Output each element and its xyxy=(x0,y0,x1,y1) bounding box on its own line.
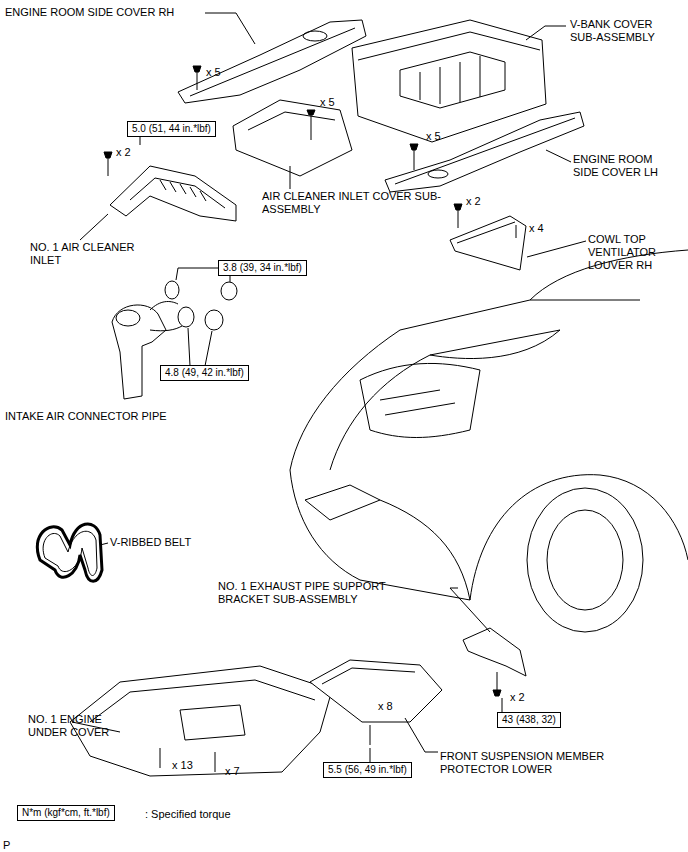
part-label: FRONT SUSPENSION MEMBER PROTECTOR LOWER xyxy=(440,750,610,776)
side-cover-rh xyxy=(178,13,366,103)
part-label: x 2 xyxy=(510,691,550,704)
part-label: COWL TOP VENTILATOR LOUVER RH xyxy=(588,233,683,272)
part-label: V-BANK COVER SUB-ASSEMBLY xyxy=(570,18,680,44)
v-ribbed-belt xyxy=(37,524,108,581)
part-label: x 8 xyxy=(378,700,418,713)
part-label: NO. 1 EXHAUST PIPE SUPPORT BRACKET SUB-A… xyxy=(218,580,413,606)
part-label: ENGINE ROOM SIDE COVER LH xyxy=(573,153,678,179)
part-label: x 5 xyxy=(426,130,466,143)
torque-value: N*m (kgf*cm, ft.*lbf) xyxy=(22,807,110,818)
part-label: : Specified torque xyxy=(145,808,345,821)
torque-value: 5.5 (56, 49 in.*lbf) xyxy=(328,764,407,775)
torque-spec-box: 4.8 (49, 42 in.*lbf) xyxy=(160,365,249,381)
part-label: x 2 xyxy=(116,146,156,159)
part-label: x 7 xyxy=(225,765,265,778)
cowl-louver xyxy=(450,204,586,270)
torque-value: 5.0 (51, 44 in.*lbf) xyxy=(132,123,211,134)
air-cleaner-inlet-cover xyxy=(233,100,352,189)
torque-spec-box: 5.5 (56, 49 in.*lbf) xyxy=(323,762,412,778)
torque-spec-box: 5.0 (51, 44 in.*lbf) xyxy=(127,121,216,137)
engine-under-cover xyxy=(70,666,332,776)
vehicle-outline xyxy=(290,250,688,632)
part-label: x 4 xyxy=(529,222,569,235)
torque-spec-box: N*m (kgf*cm, ft.*lbf) xyxy=(17,805,115,821)
suspension-protector xyxy=(310,660,442,762)
air-cleaner-inlet xyxy=(80,129,236,240)
part-label: x 5 xyxy=(206,66,246,79)
side-cover-lh xyxy=(385,112,584,192)
torque-spec-box: 43 (438, 32) xyxy=(497,712,561,728)
part-label: x 2 xyxy=(466,195,506,208)
part-label: AIR CLEANER INLET COVER SUB-ASSEMBLY xyxy=(262,190,442,216)
torque-spec-box: 3.8 (39, 34 in.*lbf) xyxy=(218,260,307,276)
torque-value: 3.8 (39, 34 in.*lbf) xyxy=(223,262,302,273)
part-label: INTAKE AIR CONNECTOR PIPE xyxy=(5,410,305,423)
part-label: V-RIBBED BELT xyxy=(110,536,310,549)
torque-value: 43 (438, 32) xyxy=(502,714,556,725)
torque-value: 4.8 (49, 42 in.*lbf) xyxy=(165,367,244,378)
part-label: P xyxy=(3,839,23,852)
part-label: x 5 xyxy=(320,96,360,109)
part-label: x 13 xyxy=(172,759,212,772)
part-label: NO. 1 ENGINE UNDER COVER xyxy=(28,713,118,739)
part-label: NO. 1 AIR CLEANER INLET xyxy=(30,241,140,267)
part-label: ENGINE ROOM SIDE COVER RH xyxy=(5,6,305,19)
